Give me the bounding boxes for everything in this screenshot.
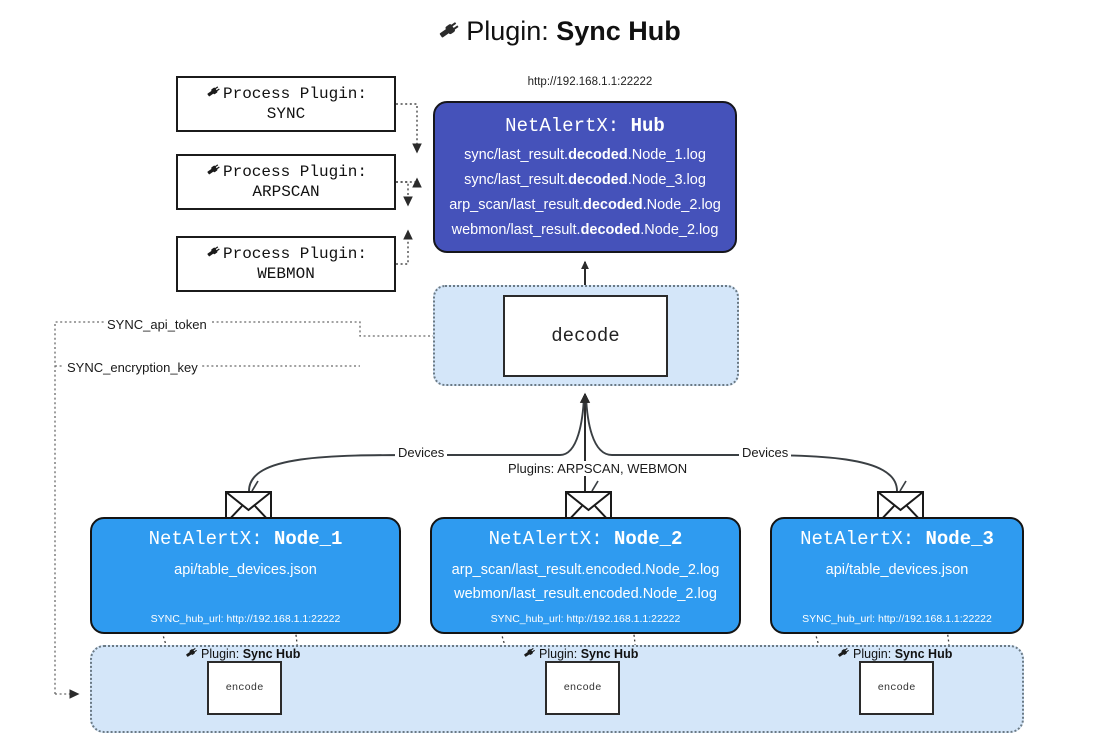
log-mid: decoded <box>582 197 643 213</box>
log-post: .Node_2.log <box>640 222 719 238</box>
decode-box[interactable]: decode <box>503 295 668 377</box>
node-box-node-3[interactable]: NetAlertX: Node_3 api/table_devices.json… <box>770 517 1024 634</box>
plug-icon <box>205 83 222 105</box>
encoder-label-name: Sync Hub <box>242 647 301 661</box>
page-title: Plugin: Sync Hub <box>0 16 1117 50</box>
node-line-list: arp_scan/last_result.encoded.Node_2.log … <box>432 558 739 606</box>
plug-icon <box>205 243 222 265</box>
node-hub-url: SYNC_hub_url: http://192.168.1.1:22222 <box>150 613 341 625</box>
node-title: NetAlertX: Node_1 <box>92 528 399 550</box>
hub-log-line: arp_scan/last_result.decoded.Node_2.log <box>435 193 735 218</box>
node-line: arp_scan/last_result.encoded.Node_2.log <box>451 562 720 578</box>
hub-log-line: sync/last_result.decoded.Node_3.log <box>435 168 735 193</box>
plug-icon <box>522 645 537 663</box>
node-title-name: Node_2 <box>614 528 683 550</box>
node-line-list: api/table_devices.json <box>92 558 399 582</box>
log-pre: webmon/last_result. <box>451 222 581 238</box>
label-devices-right: Devices <box>739 445 792 460</box>
log-mid: decoded <box>580 222 641 238</box>
encoder-plugin-label: Plugin: Sync Hub <box>184 645 300 663</box>
encode-box[interactable]: encode <box>207 661 282 715</box>
log-post: .Node_3.log <box>627 172 706 188</box>
log-pre: sync/last_result. <box>464 172 569 188</box>
process-plugin-title: Process Plugin: <box>222 85 368 103</box>
node-line: api/table_devices.json <box>174 562 317 578</box>
hub-log-line: webmon/last_result.decoded.Node_2.log <box>435 218 735 243</box>
log-pre: sync/last_result. <box>464 147 569 163</box>
encode-box[interactable]: encode <box>545 661 620 715</box>
hub-log-list: sync/last_result.decoded.Node_1.log sync… <box>435 143 735 243</box>
process-plugin-box-sync[interactable]: Process Plugin: SYNC <box>176 76 396 132</box>
hub-url-label: http://192.168.1.1:22222 <box>527 76 653 88</box>
process-plugin-name: ARPSCAN <box>252 183 320 202</box>
node-box-node-1[interactable]: NetAlertX: Node_1 api/table_devices.json… <box>90 517 401 634</box>
encoder-label-prefix: Plugin: <box>201 647 243 661</box>
label-devices-left: Devices <box>395 445 448 460</box>
encoder-label-prefix: Plugin: <box>853 647 895 661</box>
label-plugins-middle: Plugins: ARPSCAN, WEBMON <box>505 461 691 476</box>
node-line: webmon/last_result.encoded.Node_2.log <box>454 586 717 602</box>
hub-title-name: Hub <box>630 115 665 137</box>
log-post: .Node_2.log <box>642 197 721 213</box>
process-plugin-line1: Process Plugin: <box>178 161 394 183</box>
process-plugin-box-webmon[interactable]: Process Plugin: WEBMON <box>176 236 396 292</box>
node-box-node-2[interactable]: NetAlertX: Node_2 arp_scan/last_result.e… <box>430 517 741 634</box>
node-title-prefix: NetAlertX: <box>148 528 274 550</box>
process-plugin-name: SYNC <box>266 105 306 124</box>
process-plugin-line1: Process Plugin: <box>178 83 394 105</box>
node-hub-url: SYNC_hub_url: http://192.168.1.1:22222 <box>490 613 681 625</box>
node-title: NetAlertX: Node_3 <box>772 528 1022 550</box>
process-plugin-line1: Process Plugin: <box>178 243 394 265</box>
label-sync-encryption-key: SYNC_encryption_key <box>64 360 201 375</box>
page-title-prefix: Plugin: <box>466 16 557 46</box>
node-line: api/table_devices.json <box>825 562 969 578</box>
node-title: NetAlertX: Node_2 <box>432 528 739 550</box>
log-mid: decoded <box>568 172 628 188</box>
encode-box[interactable]: encode <box>859 661 934 715</box>
process-plugin-title: Process Plugin: <box>222 245 368 263</box>
encoder-label-name: Sync Hub <box>894 647 953 661</box>
plug-icon <box>436 17 462 50</box>
node-hub-url: SYNC_hub_url: http://192.168.1.1:22222 <box>802 613 992 625</box>
process-plugin-title: Process Plugin: <box>222 163 368 181</box>
node-line-list: api/table_devices.json <box>772 558 1022 582</box>
process-plugin-name: WEBMON <box>257 265 315 284</box>
label-sync-api-token: SYNC_api_token <box>104 317 210 332</box>
node-title-name: Node_1 <box>274 528 343 550</box>
hub-node-box[interactable]: NetAlertX: Hub sync/last_result.decoded.… <box>433 101 737 253</box>
node-title-prefix: NetAlertX: <box>488 528 614 550</box>
hub-title: NetAlertX: Hub <box>435 115 735 137</box>
encoder-label-prefix: Plugin: <box>539 647 581 661</box>
encoder-plugin-label: Plugin: Sync Hub <box>522 645 638 663</box>
process-plugin-box-arpscan[interactable]: Process Plugin: ARPSCAN <box>176 154 396 210</box>
log-mid: decoded <box>568 147 628 163</box>
node-title-name: Node_3 <box>925 528 994 550</box>
node-title-prefix: NetAlertX: <box>800 528 926 550</box>
log-pre: arp_scan/last_result. <box>449 197 583 213</box>
encoder-label-name: Sync Hub <box>580 647 639 661</box>
hub-title-prefix: NetAlertX: <box>505 115 631 137</box>
plug-icon <box>205 161 222 183</box>
log-post: .Node_1.log <box>627 147 706 163</box>
hub-log-line: sync/last_result.decoded.Node_1.log <box>435 143 735 168</box>
encoder-plugin-label: Plugin: Sync Hub <box>836 645 952 663</box>
plug-icon <box>184 645 199 663</box>
page-title-name: Sync Hub <box>556 16 681 46</box>
plug-icon <box>836 645 851 663</box>
